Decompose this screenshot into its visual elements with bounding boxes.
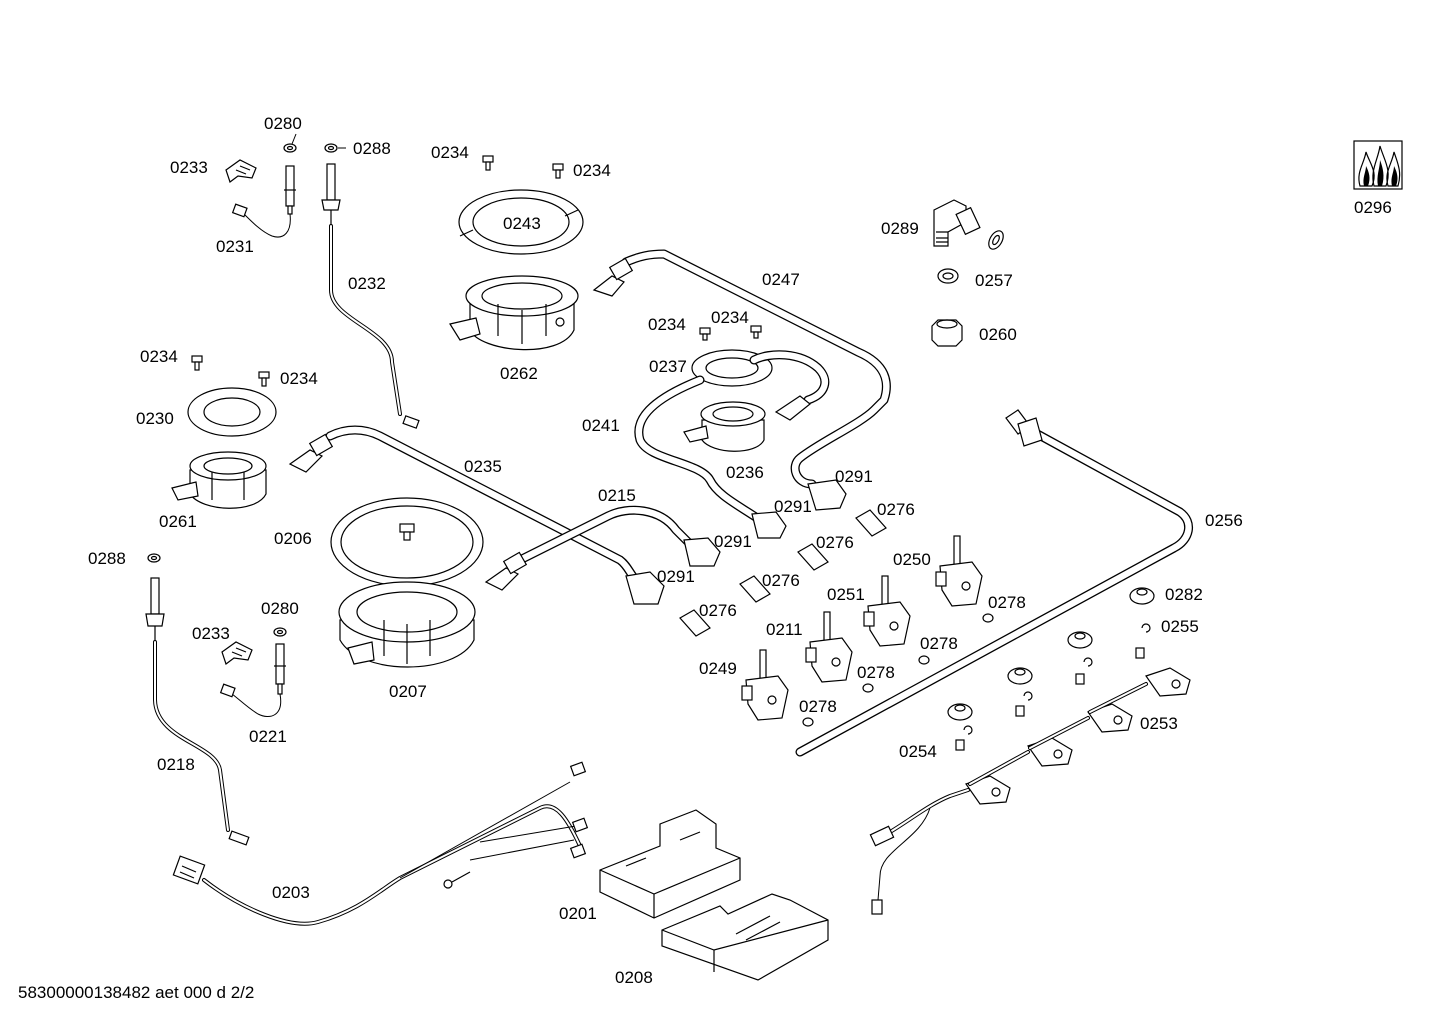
part-label: 0260 [979,325,1017,344]
burner-assembly-middle [634,325,830,539]
part-label: 0254 [899,742,937,761]
part-label: 0232 [348,274,386,293]
part-label: 0261 [159,512,197,531]
leader-lines [291,133,346,149]
burner-assembly-top [449,155,584,351]
drawing-footer-id: 58300000138482 aet 000 d 2/2 [18,983,254,1002]
part-label: 0207 [389,682,427,701]
ignition-switch-group [869,587,1191,915]
gas-pipe-0235 [288,425,665,605]
part-label: 0237 [649,357,687,376]
part-label: 0291 [774,497,812,516]
part-label: 0289 [881,219,919,238]
thermocouple-group-top [225,143,420,429]
part-label: 0201 [559,904,597,923]
gas-pipe-0256 [795,409,1193,757]
thermocouple-group-bottom [145,553,250,846]
gas-valves [741,535,983,721]
part-label: 0234 [140,347,178,366]
part-label: 0234 [648,315,686,334]
part-label: 0233 [170,158,208,177]
part-label: 0206 [274,529,312,548]
jets-0276 [679,509,887,637]
part-label: 0234 [280,369,318,388]
part-label: 0257 [975,271,1013,290]
part-label: 0221 [249,727,287,746]
part-label: 0241 [582,416,620,435]
part-label: 0288 [88,549,126,568]
part-label: 0230 [136,409,174,428]
part-label: 0247 [762,270,800,289]
part-label: 0233 [192,624,230,643]
cover-0208 [661,893,829,981]
part-label: 0250 [893,550,931,569]
part-label: 0291 [657,567,695,586]
part-label: 0249 [699,659,737,678]
wiring-harness-0203 [172,761,589,926]
part-label: 0211 [766,620,803,639]
ignition-box-0201 [599,809,741,919]
part-label: 0278 [988,593,1026,612]
symbol-label: 0296 [1354,198,1392,217]
part-label: 0276 [877,500,915,519]
part-label: 0276 [816,533,854,552]
part-label: 0288 [353,139,391,158]
part-label: 0203 [272,883,310,902]
ignition-group-bottom [219,627,287,717]
gas-pipe-0247 [592,249,891,511]
part-label: 0251 [827,585,865,604]
part-label: 0276 [699,601,737,620]
part-label: 0234 [711,308,749,327]
burner-assembly-left [171,355,277,509]
part-label: 0256 [1205,511,1243,530]
seals-0278 [802,613,994,727]
gas-flame-symbol [1353,140,1403,190]
part-label: 0208 [615,968,653,987]
part-label: 0253 [1140,714,1178,733]
part-label: 0276 [762,571,800,590]
part-label: 0280 [264,114,302,133]
elbow-fitting-group [931,199,1004,347]
part-label: 0278 [920,634,958,653]
part-label: 0291 [835,467,873,486]
part-label: 0234 [573,161,611,180]
part-label: 0236 [726,463,764,482]
part-label: 0278 [799,697,837,716]
part-labels: 0280 0288 0233 0231 0232 0234 0234 0243 … [18,114,1392,1002]
part-label: 0282 [1165,585,1203,604]
part-label: 0262 [500,364,538,383]
part-label: 0235 [464,457,502,476]
burner-assembly-large [330,497,484,668]
part-label: 0231 [216,237,254,256]
part-label: 0280 [261,599,299,618]
part-label: 0218 [157,755,195,774]
part-label: 0291 [714,532,752,551]
part-label: 0243 [503,214,541,233]
part-label: 0255 [1161,617,1199,636]
part-label: 0278 [857,663,895,682]
part-label: 0234 [431,143,469,162]
part-label: 0215 [598,486,636,505]
gas-pipe-0215 [484,505,721,591]
